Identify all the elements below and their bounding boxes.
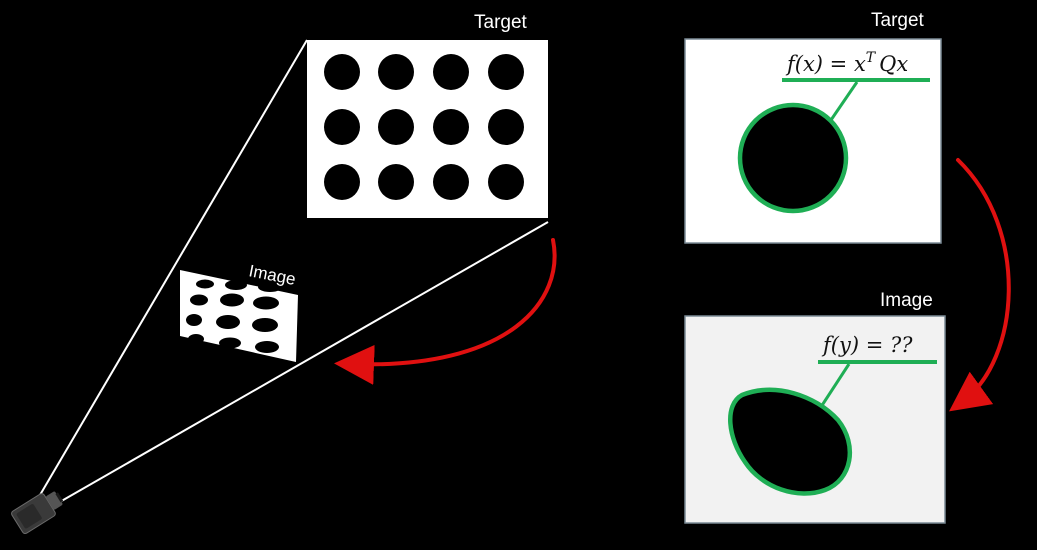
target-board [307, 40, 548, 218]
target-equation-lhs: f(x) = x [785, 52, 866, 76]
target-dot [378, 54, 414, 90]
image-dot [220, 293, 244, 307]
target-leader-line [829, 81, 859, 121]
distorted-blob [728, 387, 853, 496]
target-dot [324, 54, 360, 90]
target-equation-sup: T [866, 50, 877, 66]
projection-line-lower [57, 221, 549, 504]
perspective-image-panel [180, 270, 298, 362]
right-image-label: Image [880, 290, 933, 311]
target-dot [488, 164, 524, 200]
image-dot [253, 296, 279, 310]
image-equation: f(y) = ?? [821, 333, 913, 357]
image-dot [216, 315, 240, 329]
image-dot [225, 280, 247, 290]
perspective-dot-grid [186, 279, 282, 353]
left-transform-arrow [334, 238, 557, 385]
image-dot [190, 294, 208, 306]
target-dot [433, 54, 469, 90]
left-target-label: Target [474, 12, 528, 33]
target-dot-grid [324, 54, 524, 200]
right-target-label: Target [871, 10, 925, 31]
image-dot [258, 282, 282, 292]
image-dot [186, 314, 202, 326]
target-dot [378, 109, 414, 145]
perspective-image [180, 270, 298, 362]
target-dot [488, 109, 524, 145]
target-dot [433, 164, 469, 200]
camera-icon [11, 491, 64, 535]
target-dot [378, 164, 414, 200]
image-dot [188, 334, 204, 344]
target-equation-rhs: Qx [879, 52, 908, 76]
right-transform-arrow [949, 158, 1011, 412]
target-dot [488, 54, 524, 90]
target-circle [737, 102, 849, 214]
image-dot [255, 341, 279, 353]
target-dot [324, 109, 360, 145]
target-dot [433, 109, 469, 145]
projection-lines [39, 39, 549, 504]
image-leader-line [817, 363, 851, 411]
image-dot [196, 279, 214, 289]
right-image-panel: f(y) = ?? [684, 315, 946, 524]
projection-line-upper [39, 39, 308, 496]
target-dot [324, 164, 360, 200]
image-dot [252, 318, 278, 332]
image-dot [219, 337, 241, 349]
